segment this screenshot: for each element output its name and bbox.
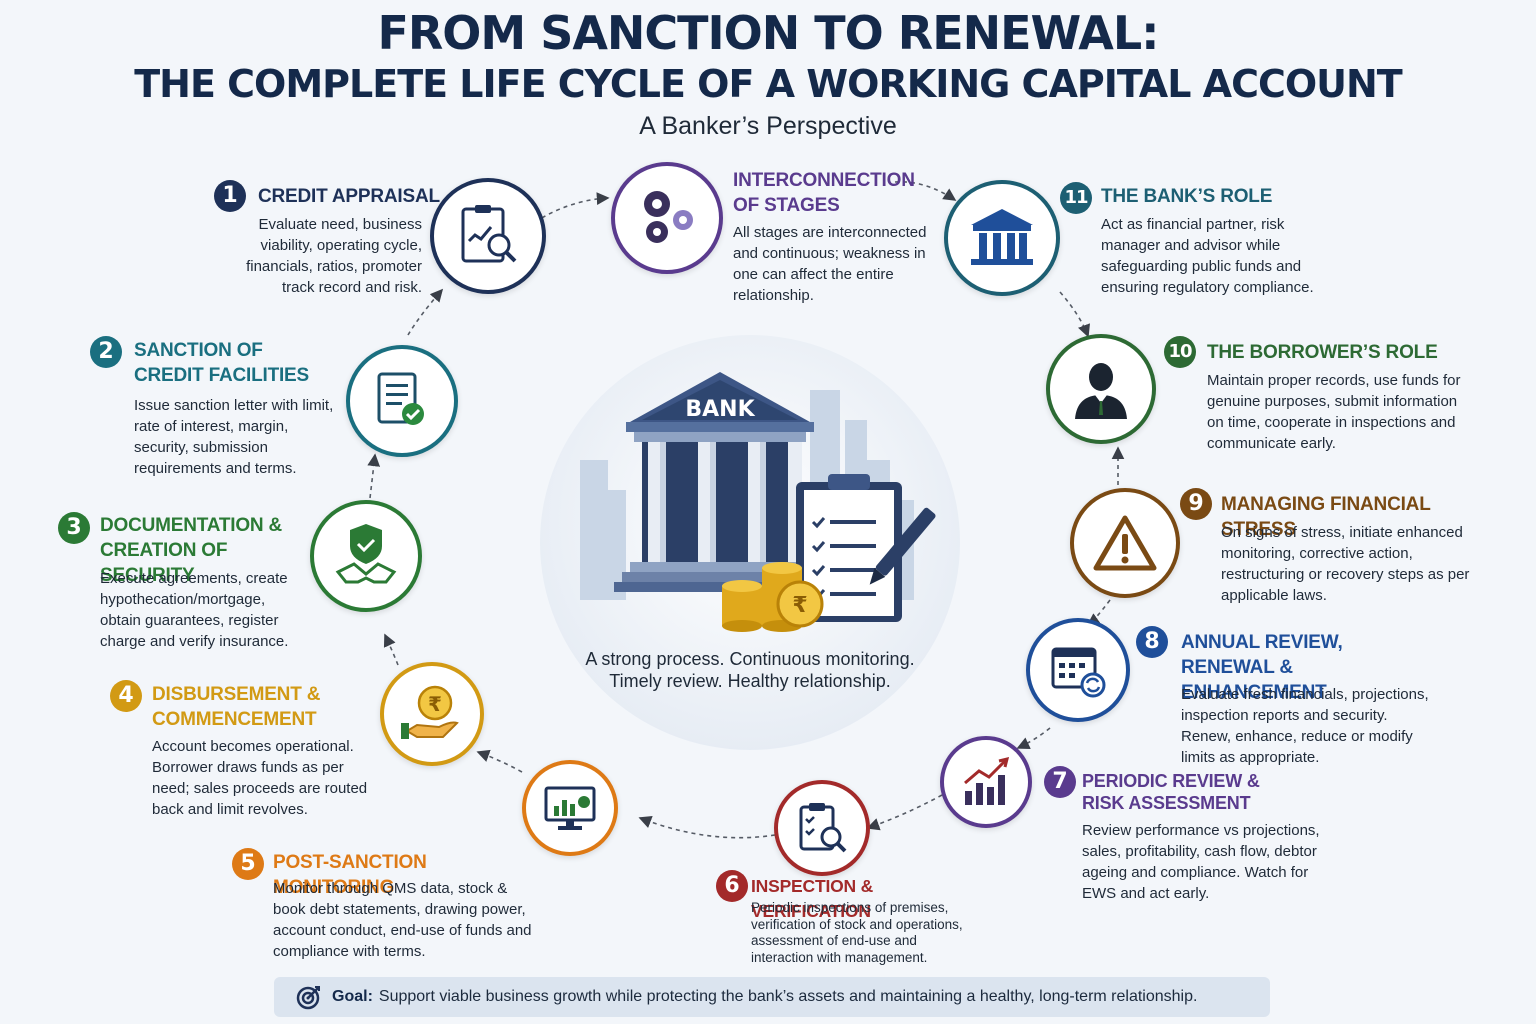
handshake-shield-icon <box>335 524 397 584</box>
stage-5-text: Monitor through QMS data, stock & book d… <box>273 880 532 960</box>
arrow-interconnection-to-11 <box>894 181 957 201</box>
growth-chart-icon <box>964 756 1010 805</box>
rupee-coin-symbol: ₹ <box>792 593 807 618</box>
stage-1-badge: 1 <box>214 180 246 212</box>
main-title-line2: THE COMPLETE LIFE CYCLE OF A WORKING CAP… <box>134 62 1402 106</box>
main-title: FROM SANCTION TO RENEWAL: <box>377 6 1159 60</box>
stage-11-badge: 11 <box>1060 182 1092 214</box>
subtitle: A Banker’s Perspective <box>639 112 897 140</box>
stage-8-text: Evaluate fresh financials, projections, … <box>1181 686 1429 766</box>
warning-triangle-icon <box>1093 515 1157 571</box>
stage-6-node <box>774 780 870 876</box>
stage-4-badge: 4 <box>110 680 142 712</box>
stage-6-title: INSPECTION & VERIFICATION <box>751 876 874 921</box>
stage-7-text: Review performance vs projections, sales… <box>1082 822 1320 902</box>
stage-7-node <box>940 736 1032 828</box>
inspection-checklist-icon <box>799 803 847 853</box>
stage-3-node <box>310 500 422 612</box>
bank-illustration: BANK <box>580 372 936 632</box>
monitor-chart-icon <box>544 786 596 830</box>
arrow-7-to-6 <box>866 794 943 831</box>
stage-11-text: Act as financial partner, risk manager a… <box>1101 216 1314 296</box>
arrow-11-to-10 <box>1059 291 1090 338</box>
interconnection-text: All stages are interconnected and contin… <box>733 224 927 304</box>
sanction-letter-icon <box>377 372 424 425</box>
borrower-person-icon <box>1075 363 1127 419</box>
stage-6-text: Periodic inspections of premises, verifi… <box>751 900 963 965</box>
arrow-6-to-5 <box>638 816 776 839</box>
gears-icon <box>644 191 693 243</box>
stage-4-text: Account becomes operational. Borrower dr… <box>152 738 368 818</box>
arrow-2-to-1 <box>407 288 444 336</box>
stage-4-node: ₹ <box>380 662 484 766</box>
bank-sign: BANK <box>685 397 755 422</box>
stage-2-node <box>346 345 458 457</box>
stage-1-title: CREDIT APPRAISAL <box>258 186 440 207</box>
goal-text: Support viable business growth while pro… <box>378 988 1198 1005</box>
stage-11-node <box>944 180 1060 296</box>
stage-3-title: DOCUMENTATION & CREATION OF SECURITY <box>100 515 283 586</box>
arrow-4-to-3 <box>383 633 399 666</box>
arrow-3-to-2 <box>367 453 381 499</box>
arrow-1-to-interconnection <box>534 192 610 223</box>
goal-label: Goal: <box>332 988 373 1005</box>
target-icon <box>296 986 320 1010</box>
stage-3-text: Execute agreements, create hypothecation… <box>100 570 289 650</box>
stage-10-node <box>1046 334 1156 444</box>
arrow-5-to-4 <box>476 749 523 773</box>
bank-building-icon <box>971 209 1033 265</box>
stage-4-title: DISBURSEMENT & COMMENCEMENT <box>152 684 321 730</box>
stage-7-title: PERIODIC REVIEW & RISK ASSESSMENT <box>1082 771 1260 813</box>
stage-8-title: ANNUAL REVIEW, RENEWAL & ENHANCEMENT <box>1181 632 1343 703</box>
stage-10-text: Maintain proper records, use funds for g… <box>1207 372 1461 452</box>
stage-10-badge: 10 <box>1164 336 1196 368</box>
stage-2-title: SANCTION OF CREDIT FACILITIES <box>134 340 309 386</box>
arrow-9-to-8 <box>1086 599 1111 626</box>
interconnection-node <box>611 162 723 274</box>
interconnection-title: INTERCONNECTION OF STAGES <box>733 170 915 216</box>
goal-banner: Goal: Support viable business growth whi… <box>274 977 1270 1017</box>
stage-6-badge: 6 <box>716 870 748 902</box>
stage-1-text: Evaluate need, business viability, opera… <box>246 216 422 296</box>
stage-2-badge: 2 <box>90 336 122 368</box>
stage-5-badge: 5 <box>232 848 264 880</box>
stage-11-title: THE BANK’S ROLE <box>1101 186 1273 207</box>
svg-text:₹: ₹ <box>428 692 442 716</box>
arrow-8-to-7 <box>1016 727 1051 750</box>
stage-9-node <box>1070 488 1180 598</box>
stage-8-node <box>1026 618 1130 722</box>
stage-3-badge: 3 <box>58 512 90 544</box>
stage-2-text: Issue sanction letter with limit, rate o… <box>134 397 334 477</box>
stage-9-badge: 9 <box>1180 488 1212 520</box>
stage-10-title: THE BORROWER’S ROLE <box>1207 342 1438 363</box>
calendar-renewal-icon <box>1051 647 1106 698</box>
rupee-hand-icon: ₹ <box>401 685 459 739</box>
stage-7-badge: 7 <box>1044 766 1076 798</box>
stage-5-title: POST-SANCTION MONITORING <box>273 852 427 898</box>
appraisal-report-icon <box>461 205 517 263</box>
stage-9-text: On signs of stress, initiate enhanced mo… <box>1221 524 1470 604</box>
stage-1-node <box>430 178 546 294</box>
stage-9-title: MANAGING FINANCIAL STRESS <box>1221 494 1431 540</box>
center-tagline: A strong process. Continuous monitoring.… <box>585 649 915 691</box>
stage-8-badge: 8 <box>1136 626 1168 658</box>
stage-5-node <box>522 760 618 856</box>
